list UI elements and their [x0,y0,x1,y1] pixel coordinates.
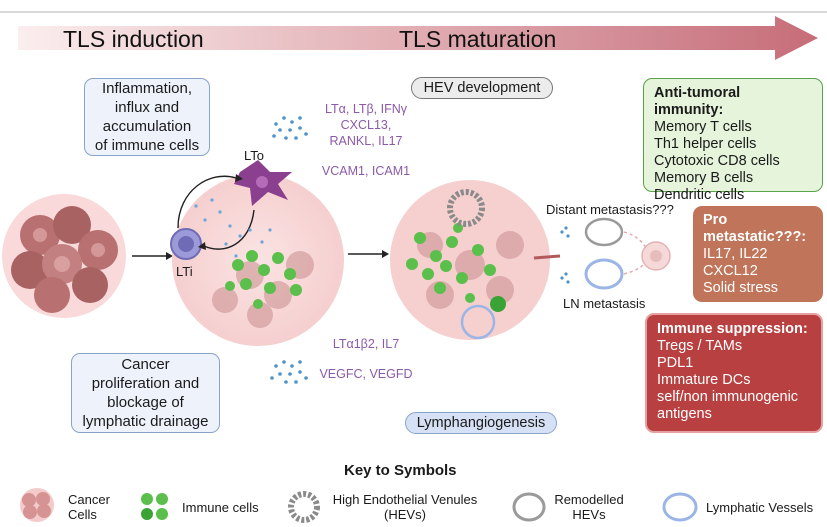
immune-cluster-1 [225,250,302,309]
key-remodelled-label: Remodelled HEVs [554,492,624,522]
phase-induction: TLS induction [63,26,204,52]
suppression-title: Immune suppression: [657,321,808,337]
key-immune-label: Immune cells [182,500,259,515]
inflammation-line-1: Inflammation, [101,80,193,97]
cytokine-dots-top [272,116,308,140]
pro-item-1: IL17, IL22 [703,246,768,262]
cancer-line-3: blockage of [107,394,184,411]
inflammation-box: Inflammation, influx and accumulation of… [84,78,210,156]
anti-item-3: Cytotoxic CD8 cells [654,153,780,169]
suppression-item-4: self/non immunogenic [657,389,799,405]
key-hev-label: High Endothelial Venules (HEVs) [330,492,480,522]
factors-adhesion: VCAM1, ICAM1 [321,164,411,178]
distant-metastasis-label: Distant metastasis??? [546,202,674,217]
cancer-cells-icon [20,488,54,522]
remodelled-hev-icon [512,492,546,522]
cancer-line-1: Cancer [121,356,170,373]
factors-top-1: LTα, LTβ, IFNγ [324,102,407,116]
factors-top-3: RANKL, IL17 [329,134,403,148]
pro-item-2: CXCL12 [703,263,758,279]
key-cancer-line-2: Cells [68,507,97,522]
anti-item-2: Th1 helper cells [654,136,757,152]
inflammation-line-2: influx and [114,99,180,116]
tls-illustration [2,116,671,346]
timeline-arrow [0,11,827,60]
inflammation-line-4: of immune cells [94,137,200,154]
key-hev-line-2: (HEVs) [384,507,426,522]
suppression-item-1: Tregs / TAMs [657,338,743,354]
factors-top-2: CXCL13, [340,118,392,132]
cytokine-dots-lower [270,360,308,384]
key-cancer-label: Cancer Cells [68,492,110,522]
immune-suppression-box: Immune suppression: Tregs / TAMs PDL1 Im… [645,313,823,433]
lymphangiogenesis-pill: Lymphangiogenesis [405,412,557,434]
cancer-line-4: lymphatic drainage [82,413,209,430]
key-title: Key to Symbols [344,462,457,479]
key-remodelled-line-1: Remodelled [554,492,624,507]
anti-item-1: Memory T cells [654,119,752,135]
immune-cluster-2 [406,223,496,303]
anti-tumoral-title: Anti-tumoral immunity: [654,85,741,118]
cancer-cluster-icon [2,194,126,318]
cancer-line-2: proliferation and [91,375,200,392]
key-lymphatic-label: Lymphatic Vessels [706,500,814,515]
hev-icon [288,491,320,523]
cancer-box: Cancer proliferation and blockage of lym… [71,353,220,433]
key-hev-line-1: High Endothelial Venules [332,492,478,507]
pro-item-3: Solid stress [703,280,778,296]
pro-metastatic-box: Pro metastatic???: IL17, IL22 CXCL12 Sol… [693,206,823,302]
factors-growth: VEGFC, VEGFD [319,367,413,381]
factors-top: LTα, LTβ, IFNγ CXCL13, RANKL, IL17 [318,101,414,149]
phase-maturation: TLS maturation [399,26,557,52]
key-cancer-line-1: Cancer [68,492,110,507]
factors-bottom: LTα1β2, IL7 [332,337,400,351]
lymphatic-vessel-icon [662,492,698,522]
suppression-item-5: antigens [657,406,712,422]
anti-tumoral-box: Anti-tumoral immunity: Memory T cells Th… [643,78,823,203]
lti-label: LTi [176,264,193,279]
anti-item-5: Dendritic cells [654,187,745,203]
key-remodelled-line-2: HEVs [572,507,606,522]
inflammation-line-3: accumulation [102,118,192,135]
suppression-item-3: Immature DCs [657,372,751,388]
immune-cells-icon [141,493,168,520]
anti-item-4: Memory B cells [654,170,754,186]
pro-title-2: metastatic???: [703,229,807,245]
suppression-item-2: PDL1 [657,355,694,371]
lto-label: LTo [244,148,264,163]
ln-metastasis-label: LN metastasis [563,296,646,311]
pro-title-1: Pro [703,212,728,228]
hev-development-pill: HEV development [411,77,553,99]
